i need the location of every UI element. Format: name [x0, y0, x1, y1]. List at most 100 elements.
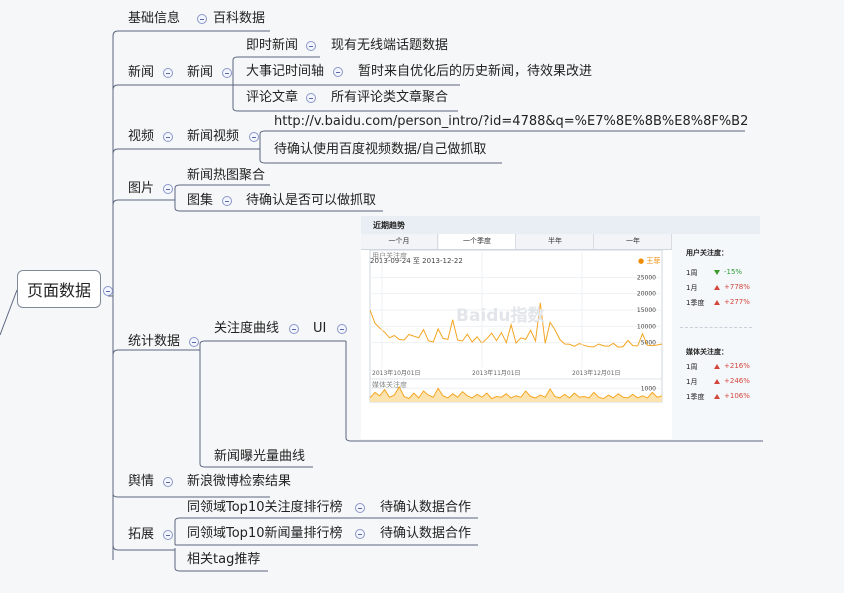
user-change-2: +778%	[724, 283, 750, 291]
date-range: 2013-09-24 至 2013-12-22	[370, 257, 463, 265]
collapse-ui-icon[interactable]	[337, 324, 347, 334]
main-spine	[108, 36, 114, 560]
period-tabs: 一个月 一个季度 半年 一年	[361, 234, 672, 250]
collapse-curve-icon[interactable]	[289, 324, 299, 334]
note-instant-news[interactable]: 现有无线端话题数据	[331, 38, 449, 53]
x-tick-label: 2013年10月01日	[372, 369, 421, 377]
note-gallery[interactable]: 待确认是否可以做抓取	[246, 193, 377, 208]
user-change-3: +277%	[724, 298, 750, 306]
root-tail-line	[0, 289, 18, 336]
collapse-top10-news-icon[interactable]	[355, 529, 365, 539]
user-y-tick: 20000	[637, 291, 656, 298]
media-series-line	[369, 385, 663, 400]
ui-screenshot: 近期趋势 一个月 一个季度 半年 一年 2013-09-24 至 2013-12…	[361, 216, 760, 439]
branch-basic	[112, 30, 270, 37]
node-video-url[interactable]: http://v.baidu.com/person_intro/?id=4788…	[274, 114, 749, 129]
media-y-tick: 1000	[641, 385, 656, 392]
node-video-source[interactable]: 待确认使用百度视频数据/自己做抓取	[274, 142, 487, 157]
collapse-sentiment-icon[interactable]	[163, 477, 173, 487]
node-news-sub[interactable]: 新闻	[187, 65, 214, 80]
note-comment-articles[interactable]: 所有评论类文章聚合	[331, 90, 449, 105]
collapse-comments-icon[interactable]	[306, 93, 316, 103]
collapse-gallery-icon[interactable]	[222, 196, 232, 206]
watermark-logo: Baidu指数	[456, 305, 546, 326]
user-period-1: 1周	[686, 269, 698, 277]
user-y-tick: 25000	[637, 274, 656, 281]
tab-year[interactable]: 一年	[595, 234, 672, 249]
media-period-3: 1季度	[686, 393, 705, 401]
media-attention-title: 媒体关注度：	[686, 348, 728, 356]
user-series-line	[369, 302, 663, 348]
collapse-news-sub-icon[interactable]	[222, 68, 232, 78]
attention-summary: 用户关注度： 1周 -15% 1月 +778% 1季度 +277% 媒体关注度：…	[672, 234, 760, 439]
user-period-3: 1季度	[686, 299, 705, 307]
user-y-tick: 15000	[637, 307, 656, 314]
collapse-news-icon[interactable]	[163, 68, 173, 78]
collapse-stats-icon[interactable]	[189, 337, 199, 347]
branch-stats	[112, 349, 200, 356]
branch-extend-items	[174, 517, 478, 572]
trend-header: 近期趋势	[361, 216, 760, 235]
note-top10-attention[interactable]: 待确认数据合作	[380, 500, 472, 515]
branch-video	[112, 148, 260, 155]
up-arrow-icon	[714, 379, 720, 384]
node-related-tags[interactable]: 相关tag推荐	[187, 552, 261, 567]
collapse-timeline-icon[interactable]	[333, 67, 343, 77]
down-arrow-icon	[714, 270, 720, 275]
branch-news-items	[232, 56, 460, 112]
node-hot-images[interactable]: 新闻热图聚合	[187, 168, 266, 183]
collapse-top10-attention-icon[interactable]	[355, 503, 365, 513]
node-exposure-curve[interactable]: 新闻曝光量曲线	[214, 449, 306, 464]
node-extend[interactable]: 拓展	[128, 527, 155, 542]
node-news-video[interactable]: 新闻视频	[187, 129, 240, 144]
collapse-basic-icon[interactable]	[197, 14, 207, 24]
tab-quarter[interactable]: 一个季度	[439, 234, 516, 249]
branch-video-items	[259, 130, 745, 164]
media-title: 媒体关注度	[372, 380, 407, 389]
node-news[interactable]: 新闻	[128, 65, 155, 80]
node-top10-news[interactable]: 同领域Top10新闻量排行榜	[187, 526, 343, 541]
node-sentiment[interactable]: 舆情	[128, 474, 155, 489]
x-tick-label: 2013年12月01日	[572, 369, 621, 377]
collapse-image-icon[interactable]	[163, 184, 173, 194]
user-period-2: 1月	[686, 284, 698, 292]
node-comment-articles[interactable]: 评论文章	[246, 90, 299, 105]
node-weibo-search[interactable]: 新浪微博检索结果	[187, 474, 292, 489]
node-attention-curve[interactable]: 关注度曲线	[214, 321, 280, 336]
media-period-2: 1月	[686, 378, 698, 386]
node-timeline[interactable]: 大事记时间轴	[246, 64, 325, 79]
note-top10-news[interactable]: 待确认数据合作	[380, 526, 472, 541]
node-statistics[interactable]: 统计数据	[128, 334, 181, 349]
note-timeline[interactable]: 暂时来自优化后的历史新闻，待效果改进	[358, 64, 593, 79]
collapse-root-icon[interactable]	[103, 286, 113, 296]
up-arrow-icon	[714, 285, 720, 290]
root-node[interactable]: 页面数据	[17, 270, 101, 308]
branch-extend	[112, 544, 175, 551]
node-top10-attention[interactable]: 同领域Top10关注度排行榜	[187, 500, 343, 515]
summary-divider	[680, 327, 752, 328]
collapse-news-video-icon[interactable]	[249, 132, 259, 142]
collapse-video-icon[interactable]	[163, 132, 173, 142]
media-change-2: +246%	[724, 377, 750, 385]
node-encyclopedia[interactable]: 百科数据	[213, 11, 266, 26]
branch-sentiment	[112, 489, 270, 498]
media-period-1: 1周	[686, 363, 698, 371]
tab-month[interactable]: 一个月	[361, 234, 438, 249]
node-video[interactable]: 视频	[128, 129, 155, 144]
trend-chart: 用户关注度5000100001500020000250002013年10月01日…	[369, 249, 663, 403]
collapse-extend-icon[interactable]	[163, 530, 173, 540]
branch-stats-items	[199, 340, 763, 468]
node-instant-news[interactable]: 即时新闻	[246, 38, 299, 53]
user-y-tick: 5000	[641, 340, 656, 347]
up-arrow-icon	[714, 394, 720, 399]
up-arrow-icon	[714, 300, 720, 305]
node-basic-info[interactable]: 基础信息	[128, 11, 181, 26]
collapse-instant-icon[interactable]	[306, 41, 316, 51]
node-image[interactable]: 图片	[128, 181, 155, 196]
tab-half-year[interactable]: 半年	[517, 234, 594, 249]
media-change-1: +216%	[724, 362, 750, 370]
user-attention-title: 用户关注度：	[686, 249, 728, 257]
node-ui[interactable]: UI	[313, 321, 327, 336]
node-gallery[interactable]: 图集	[187, 193, 214, 208]
